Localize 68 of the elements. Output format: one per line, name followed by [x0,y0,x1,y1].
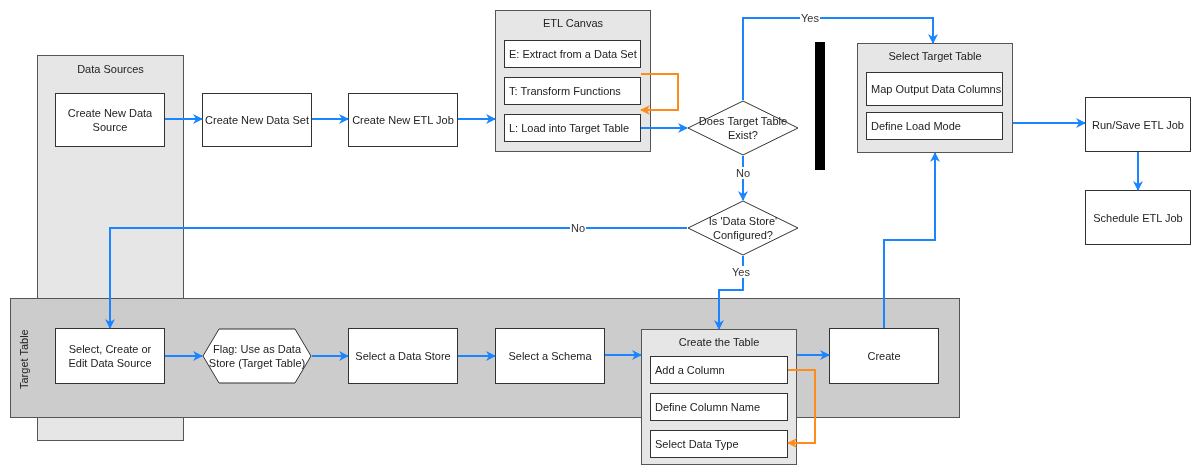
node-label: L: Load into Target Table [509,121,630,135]
edge-label: Yes [800,12,820,24]
node-label: Run/Save ETL Job [1092,117,1184,132]
step-box [866,72,1003,106]
node-label: T: Transform Functions [509,84,621,98]
process-box [55,328,165,384]
node-label: Schedule ETL Job [1093,210,1183,225]
node-label: Create the Table [678,335,760,349]
group-panel [495,10,651,152]
node-label: Create New Data Set [205,113,309,127]
node-label: Flag: Use as Data Store (Target Table) [207,342,307,370]
step-box [650,356,788,384]
node-label: Define Column Name [655,400,761,414]
node-label: Select Target Table [888,49,982,63]
process-box [55,93,165,147]
process-box [202,93,312,147]
node-label: Data Sources [77,62,144,76]
node-label: Is 'Data Store' Configured? [707,214,779,242]
step-box [504,77,641,105]
process-box [829,328,939,384]
flow-arrow [457,114,496,124]
flow-arrow [164,351,203,361]
flow-arrow [1133,151,1143,191]
node-label: Select Data Type [655,437,739,451]
hexagon-box [202,328,312,384]
flow-arrow [640,123,688,133]
process-box [1085,97,1191,152]
process-box [1085,190,1191,245]
edge-label: No [569,222,587,234]
decision-diamond [687,200,799,256]
flow-arrow [311,114,349,124]
node-label: Select a Data Store [355,349,451,363]
edge-label: No [734,167,752,179]
loop-arrow [640,73,679,115]
node-label: Map Output Data Columns [871,82,1002,96]
flow-arrow [742,17,938,101]
flow-arrow [714,255,744,330]
loop-arrow [787,369,816,448]
flow-arrow [457,351,496,361]
node-label: Select, Create or Edit Data Source [67,342,153,370]
flow-arrow [883,152,940,329]
flow-arrow [105,227,688,329]
process-box [495,328,605,384]
group-panel [857,43,1013,153]
node-label: Create New ETL Job [352,113,454,127]
process-box [348,328,458,384]
node-label: Define Load Mode [871,119,961,133]
process-box [348,93,458,147]
node-label: Create New Data Source [66,106,154,134]
step-box [650,393,788,421]
node-label: Does Target Table Exist? [697,114,789,142]
flow-arrow [311,351,349,361]
lane-title: Target Table [17,329,31,389]
node-label: Create [867,349,901,363]
flow-arrow [164,114,203,124]
node-label: ETL Canvas [542,16,604,30]
flow-arrow [604,350,642,360]
node-label: E: Extract from a Data Set [509,47,637,61]
edge-label: Yes [731,266,751,278]
flow-arrow [1012,118,1086,128]
step-box [504,114,641,142]
flow-arrow [796,350,830,360]
decision-diamond [687,100,799,156]
step-box [650,430,788,458]
node-label: Select a Schema [508,349,592,363]
step-box [866,112,1003,140]
step-box [504,40,641,68]
node-label: Add a Column [655,363,725,377]
